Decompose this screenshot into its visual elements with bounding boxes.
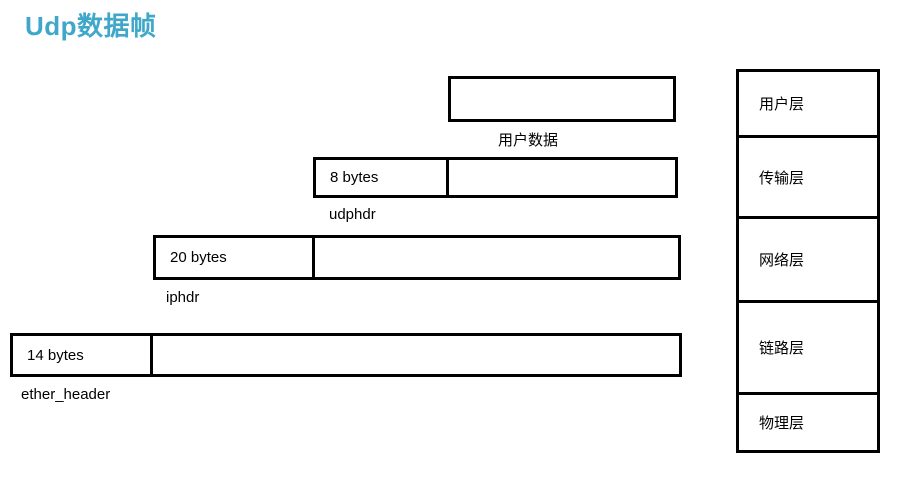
ip-header-size-cell: 20 bytes — [156, 238, 315, 277]
udp-payload-cell — [449, 160, 675, 195]
user-data-payload-cell — [451, 79, 673, 119]
ether-payload-cell — [153, 336, 679, 374]
udp-header-size-cell: 8 bytes — [316, 160, 449, 195]
ether-header-size-cell: 14 bytes — [13, 336, 153, 374]
user-data-box — [448, 76, 676, 122]
page-title: Udp数据帧 — [25, 11, 157, 41]
user-data-caption: 用户数据 — [498, 132, 559, 149]
layer-cell-physical: 物理层 — [759, 415, 805, 432]
udp-frame-row: 8 bytes — [313, 157, 678, 198]
ip-header-caption: iphdr — [166, 289, 200, 306]
ip-frame-row: 20 bytes — [153, 235, 681, 280]
layer-cell-link: 链路层 — [739, 303, 877, 395]
ip-payload-cell — [315, 238, 678, 277]
protocol-layer-stack: 用户层 传输层 网络层 链路层 物理层 — [736, 69, 880, 453]
ether-header-caption: ether_header — [21, 386, 111, 403]
layer-cell-transport: 传输层 — [739, 138, 877, 219]
layer-cell-user: 用户层 — [739, 72, 877, 138]
layer-cell-network: 网络层 — [739, 219, 877, 303]
udp-header-caption: udphdr — [329, 206, 376, 223]
ether-frame-row: 14 bytes — [10, 333, 682, 377]
